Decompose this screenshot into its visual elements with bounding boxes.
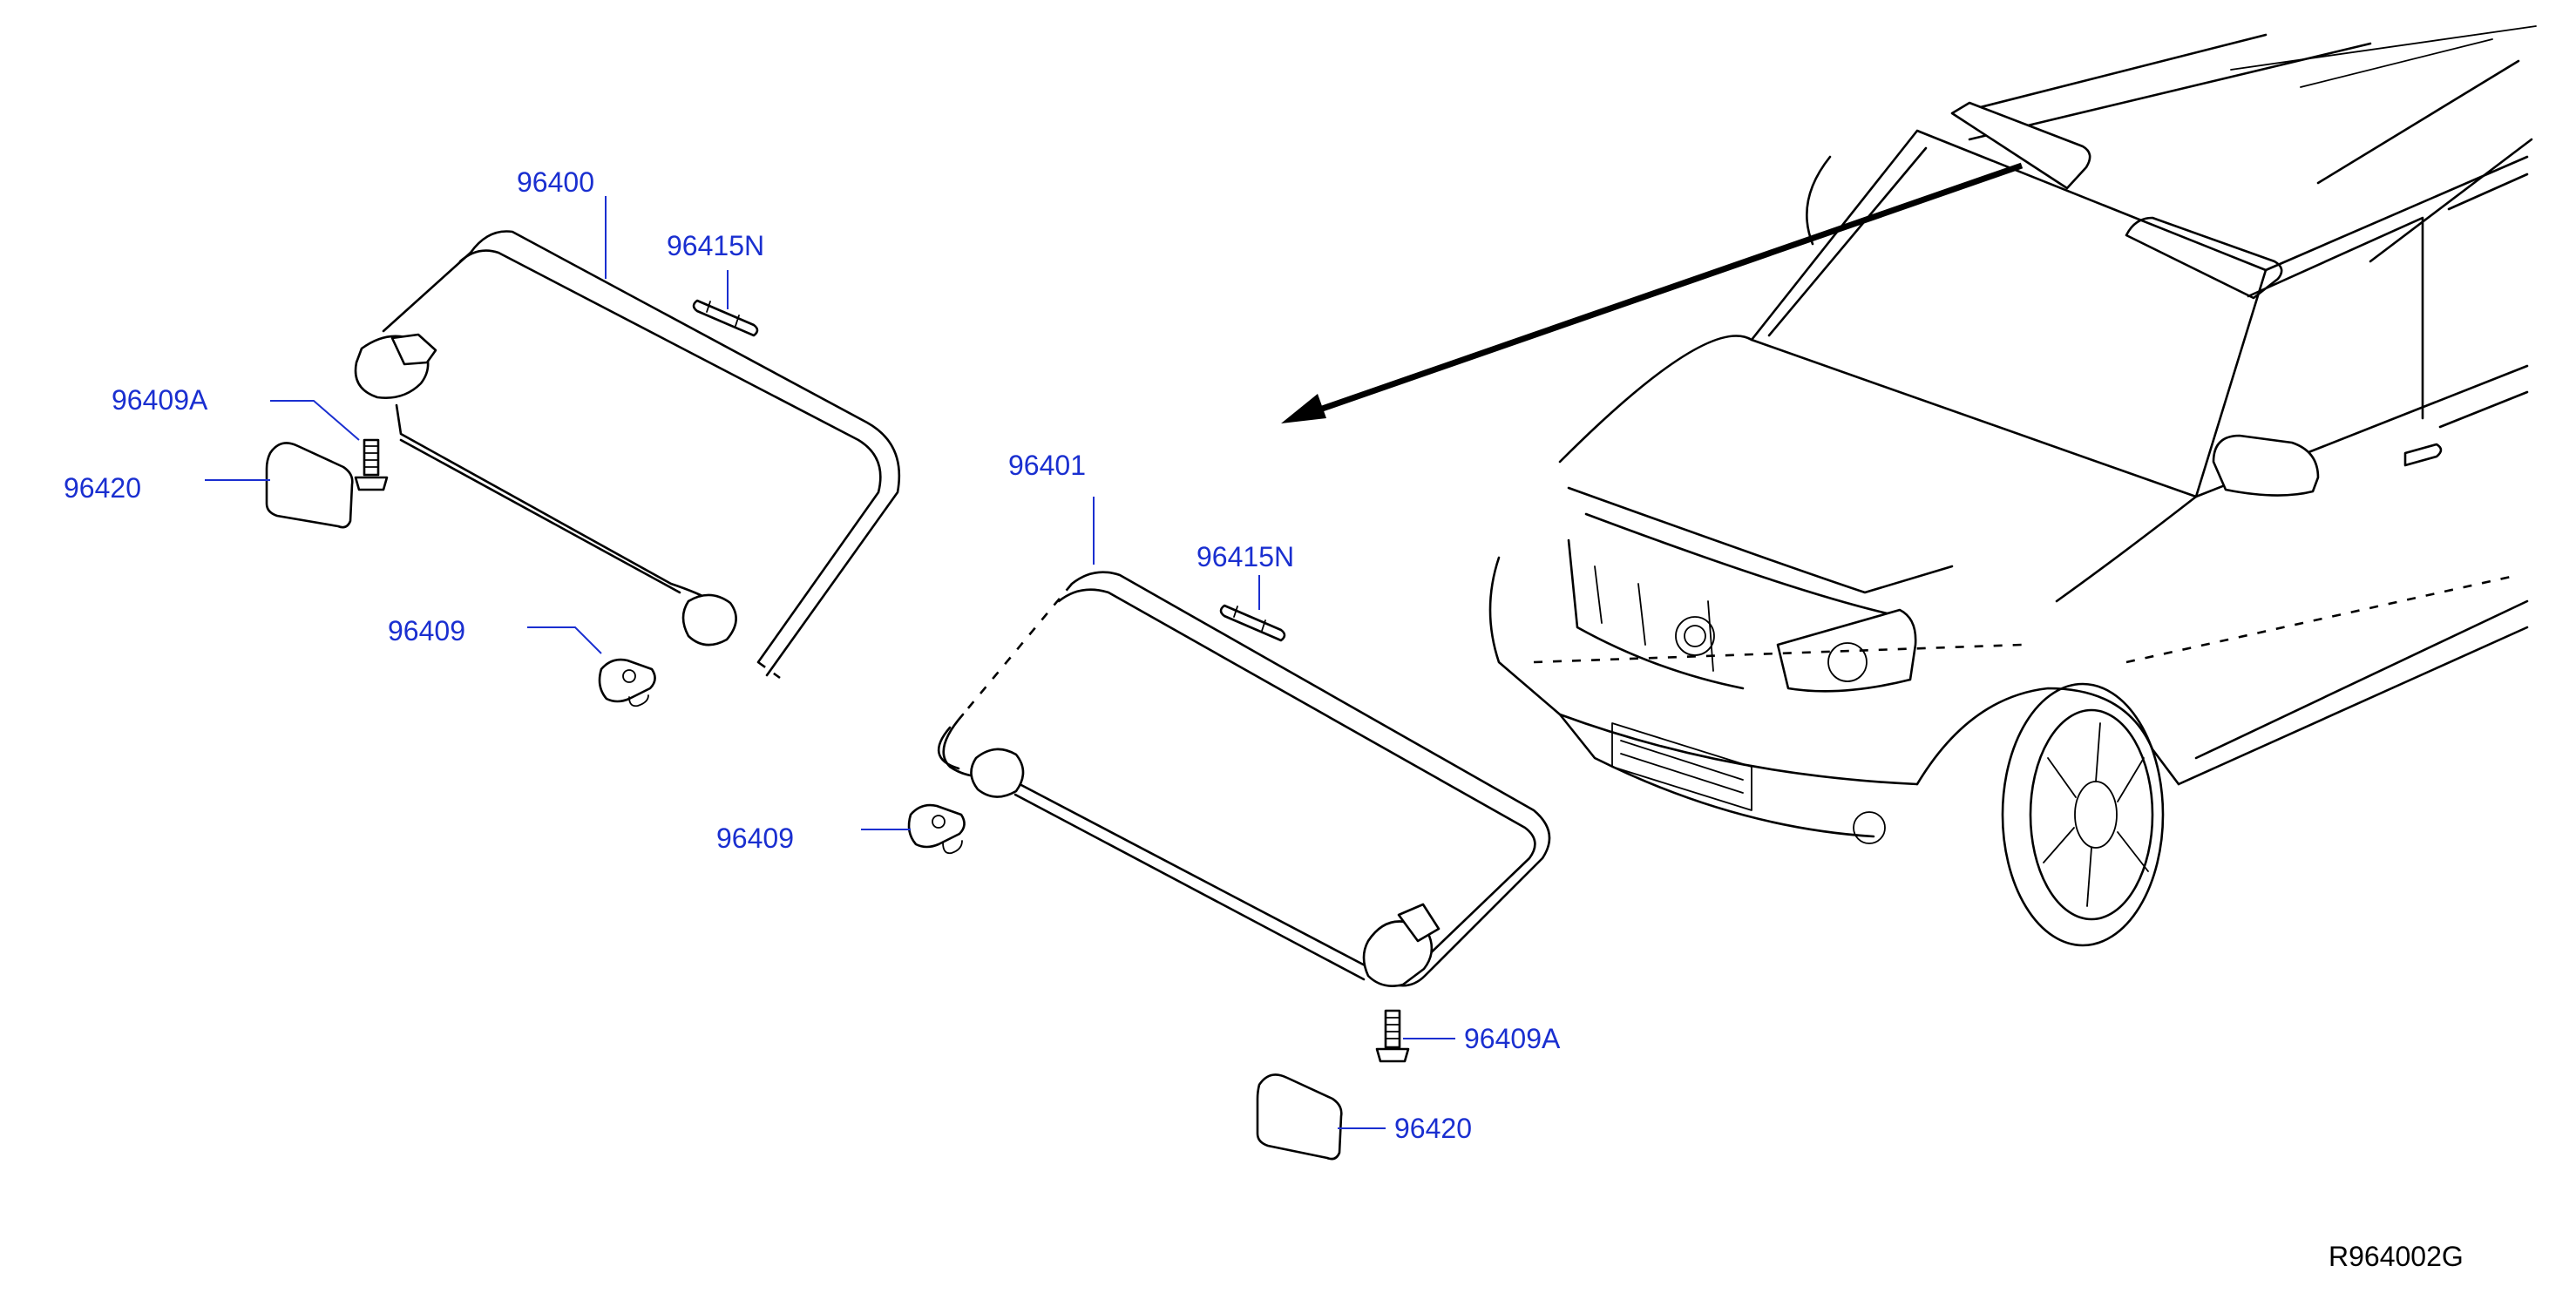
leader-lines (205, 196, 1455, 1129)
vehicle-illustration (1488, 25, 2537, 947)
end-cover-left (265, 442, 354, 529)
sun-visor-right (937, 571, 1551, 987)
sun-visor-left (354, 230, 901, 680)
clip-left (598, 658, 656, 707)
label-cover-right: 96420 (1394, 1113, 1472, 1144)
end-cover-right (1256, 1073, 1343, 1161)
location-arrow (1281, 162, 2024, 423)
screw-right (1375, 1009, 1410, 1063)
diagram-reference-code: R964002G (2329, 1241, 2464, 1272)
fuse-right (1219, 604, 1286, 642)
label-clip-right: 96409 (716, 823, 794, 854)
clip-right (907, 803, 966, 855)
fuse-left (692, 299, 759, 337)
label-screw-right: 96409A (1464, 1023, 1561, 1054)
label-visor-left: 96400 (517, 166, 594, 198)
label-clip-left: 96409 (388, 615, 465, 646)
label-cover-left: 96420 (64, 472, 141, 504)
label-visor-right: 96401 (1008, 450, 1086, 481)
label-fuse-left: 96415N (667, 230, 764, 261)
screw-left (354, 438, 389, 491)
label-screw-left: 96409A (112, 384, 208, 416)
label-fuse-right: 96415N (1196, 541, 1294, 572)
